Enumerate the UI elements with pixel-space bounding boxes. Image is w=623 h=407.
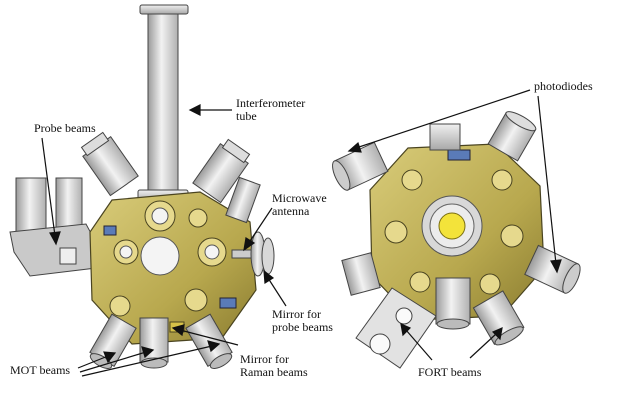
arrow-mot-3 xyxy=(81,345,213,377)
label-photodiodes: photodiodes xyxy=(534,79,593,93)
arrowhead-mirror-raman xyxy=(171,324,185,337)
mot-telescopes xyxy=(89,313,233,369)
label-mirror-raman-beams: Mirror for Raman beams xyxy=(240,353,308,379)
arrowhead-fort-2 xyxy=(491,326,503,341)
probe-optics-box xyxy=(9,177,101,277)
arrow-mirror-raman xyxy=(179,329,239,346)
fort-beam-optics xyxy=(355,277,525,369)
arrow-mot-1 xyxy=(77,355,109,369)
label-mirror-raman-line2: Raman beams xyxy=(240,365,308,379)
label-mot-beams: MOT beams xyxy=(10,363,71,377)
arrowhead-mirror-probe xyxy=(263,269,275,285)
label-probe-beams: Probe beams xyxy=(34,121,96,135)
arrowhead-photodiode-2 xyxy=(550,259,562,274)
interferometer-tube xyxy=(137,4,189,203)
label-mirror-raman-line1: Mirror for xyxy=(240,352,289,366)
arrowhead-microwave xyxy=(243,237,256,252)
right-vacuum-chamber xyxy=(369,143,545,321)
label-fort-beams: FORT beams xyxy=(418,365,482,379)
arrowhead-interferometer xyxy=(188,104,201,116)
arrowhead-fort-1 xyxy=(400,322,412,337)
label-microwave-antenna: Microwave antenna xyxy=(272,192,327,218)
label-mirror-probe-line2: probe beams xyxy=(272,320,333,334)
label-microwave-line1: Microwave xyxy=(272,191,327,205)
left-assembly xyxy=(9,4,275,369)
label-interferometer-line1: Interferometer xyxy=(236,96,306,110)
label-mirror-probe-beams: Mirror for probe beams xyxy=(272,308,333,334)
right-assembly xyxy=(332,111,581,369)
photodiode-assemblies xyxy=(332,111,581,296)
label-mirror-probe-line1: Mirror for xyxy=(272,307,321,321)
arrowhead-photodiode-1 xyxy=(347,141,362,153)
arrow-fort-1 xyxy=(405,329,433,361)
top-telescopes-left xyxy=(80,131,261,224)
label-interferometer-line2: tube xyxy=(236,109,257,123)
arrow-mirror-probe xyxy=(267,277,287,307)
arrow-photodiode-1 xyxy=(355,89,531,149)
arrow-photodiode-2 xyxy=(537,95,557,265)
arrow-fort-2 xyxy=(469,333,497,359)
arrowhead-mot-3 xyxy=(207,340,221,353)
label-interferometer-tube: Interferometer tube xyxy=(236,97,305,123)
annotation-arrows xyxy=(41,89,562,377)
arrowhead-probe-beams xyxy=(49,231,61,246)
label-microwave-line2: antenna xyxy=(272,204,310,218)
arrow-microwave xyxy=(247,207,273,245)
left-vacuum-chamber xyxy=(89,191,257,345)
arrowhead-mot-2 xyxy=(141,346,155,359)
arrowhead-mot-1 xyxy=(103,351,117,364)
arrow-probe-beams xyxy=(41,137,56,237)
arrow-mot-2 xyxy=(79,351,147,373)
